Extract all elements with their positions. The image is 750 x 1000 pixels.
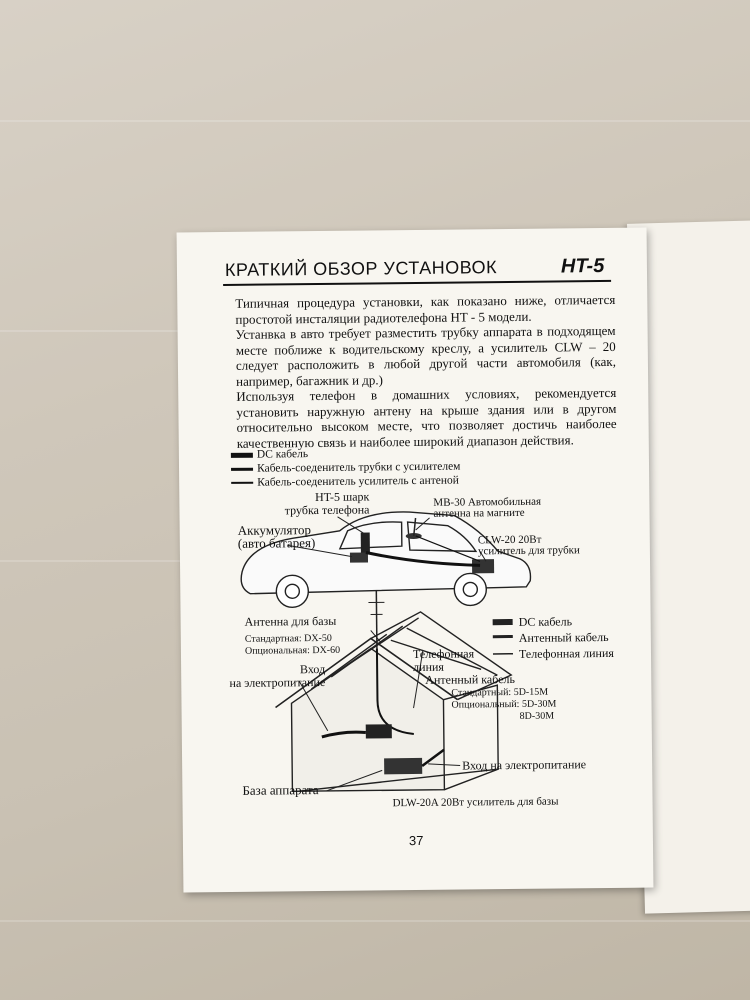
battery-label: Аккумулятор (авто батарея): [237, 522, 316, 551]
phone-line-swatch: [492, 652, 513, 655]
house-illustration: [275, 611, 513, 793]
car-antenna-label-line2: антенна на магните: [433, 506, 525, 520]
base-antenna-optional: Опциональная: DX-60: [244, 644, 341, 657]
power-input-label-2: Вход на электропитание: [462, 757, 587, 773]
antenna-cable-optional-2: 8D-30M: [519, 710, 555, 722]
page-number: 37: [408, 832, 424, 849]
manual-page: КРАТКИЙ ОБЗОР УСТАНОВОК HT-5 Типичная пр…: [176, 227, 654, 893]
phone-line-label: Телефонная линия: [413, 646, 474, 674]
car-amplifier: [471, 559, 495, 574]
battery-label-line2: (авто батарея): [237, 535, 316, 551]
power-input-label: Вход на электропитание: [215, 662, 326, 690]
house-legend-antenna-cable: Антенный кабель: [518, 629, 609, 645]
house-legend-phone-line: Телефонная линия: [518, 645, 614, 661]
car-battery: [349, 552, 369, 563]
antenna-cable-optional: Опциональный: 5D-30M: [451, 698, 557, 711]
car-antenna-label: MB-30 Автомобильная антенна на магните: [433, 496, 541, 520]
car-illustration: [240, 511, 532, 608]
car-handset: [360, 532, 370, 555]
base-antenna-standard: Стандартная: DX-50: [244, 632, 332, 645]
base-unit-label: База аппарата: [242, 782, 319, 798]
power-input-label-line2: на электропитание: [229, 674, 326, 690]
base-phone-unit: [365, 724, 392, 739]
handset-label-line2: трубка телефона: [284, 502, 370, 518]
car-amplifier-label: CLW-20 20Вт усилитель для трубки: [477, 534, 580, 558]
base-antenna-mast: [375, 590, 378, 649]
car-antenna-base: [405, 533, 422, 540]
antenna-cable-label: Антенный кабель: [425, 671, 516, 687]
base-amplifier: [384, 757, 423, 775]
antenna-cable-standard: Стандартный: 5D-15M: [451, 686, 549, 699]
dc-cable-swatch-2: [492, 618, 513, 626]
base-amplifier-label: DLW-20A 20Вт усилитель для базы: [392, 795, 559, 810]
car-amplifier-label-line2: усилитель для трубки: [477, 544, 580, 558]
antenna-cable-swatch-2: [492, 634, 513, 639]
installation-illustration: [240, 511, 532, 793]
house-legend-dc: DC кабель: [518, 614, 573, 629]
base-antenna-label: Антенна для базы: [244, 613, 337, 629]
handset-label: HT-5 шарк трубка телефона: [283, 489, 370, 518]
